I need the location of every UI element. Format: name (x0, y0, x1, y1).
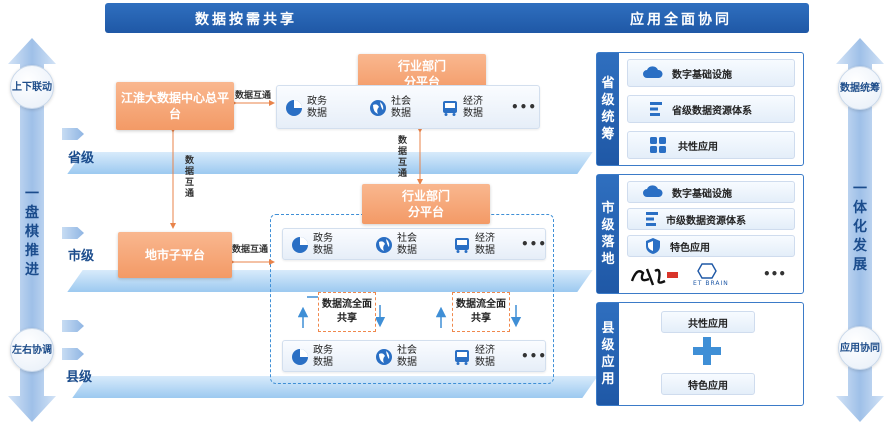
flow-box-left: 数据流全面共享 (318, 292, 376, 332)
right-axis-text: 一体化发展 (853, 181, 867, 273)
header-left-title: 数据按需共享 (195, 12, 297, 28)
link-hub-city: 数据互通 (184, 156, 194, 199)
city-feature-item: 特色应用 (627, 235, 795, 257)
list-icon (646, 212, 658, 226)
circle-shangxia: 上下联动 (10, 65, 54, 109)
panel-city-label: 市级落地 (597, 175, 619, 293)
prov-common-item: 共性应用 (627, 131, 795, 159)
list-icon (650, 102, 662, 116)
panel-county: 县级应用 共性应用 特色应用 (596, 302, 804, 406)
bus-icon (443, 101, 457, 116)
circle-zuoyou: 左右协调 (10, 328, 54, 372)
et-brain-logo-icon (697, 263, 717, 279)
right-double-arrow (836, 38, 884, 422)
cloud-icon (643, 66, 663, 78)
panel-province-label: 省级统筹 (597, 53, 619, 165)
level-province: 省级 (68, 151, 95, 166)
county-more: ••• (521, 349, 548, 363)
pie-chart-icon (292, 237, 308, 253)
prov-econ-item: 经济数据 (441, 96, 489, 120)
bus-icon (455, 350, 469, 365)
city-panel-more: ••• (763, 267, 787, 281)
header-banner: 数据按需共享 应用全面协同 (105, 3, 809, 33)
hub-platform-box: 江淮大数据中心总平台 (116, 82, 234, 130)
left-double-arrow (8, 38, 56, 422)
city-gov-item: 政务数据 (291, 233, 339, 257)
plus-icon (693, 337, 721, 365)
grid-apps-icon (650, 137, 666, 153)
left-axis-text: 一盘棋推进 (25, 186, 39, 278)
shield-icon (646, 238, 660, 254)
chevron-county-2 (62, 348, 84, 360)
link-industry-vertical: 数据互通 (397, 136, 407, 179)
county-social-item: 社会数据 (375, 345, 423, 369)
globe-icon (376, 349, 392, 365)
calligraphy-logo (630, 268, 678, 286)
header-right-title: 应用全面协同 (630, 12, 732, 28)
prov-more: ••• (511, 100, 538, 114)
panel-city: 市级落地 数字基础设施 市级数据资源体系 特色应用 ET BRAIN ••• (596, 174, 804, 294)
city-social-item: 社会数据 (375, 233, 423, 257)
panel-province: 省级统筹 数字基础设施 省级数据资源体系 共性应用 (596, 52, 804, 166)
chevron-city (62, 227, 84, 239)
chevron-county (62, 320, 84, 332)
bus-icon (455, 238, 469, 253)
county-econ-item: 经济数据 (453, 345, 501, 369)
globe-icon (370, 100, 386, 116)
link-city-industry: 数据互通 (232, 245, 269, 255)
et-brain-logo-text: ET BRAIN (693, 280, 729, 287)
county-gov-item: 政务数据 (291, 345, 339, 369)
city-platform-box: 地市子平台 (118, 232, 232, 278)
city-industry-box: 行业部门分平台 (362, 184, 490, 224)
city-more: ••• (521, 237, 548, 251)
circle-shuju-tongchou: 数据统筹 (838, 66, 882, 110)
prov-infra-item: 数字基础设施 (627, 59, 795, 87)
county-common-item: 共性应用 (661, 311, 755, 333)
cloud-icon (643, 185, 663, 197)
county-feature-item: 特色应用 (661, 373, 755, 395)
link-hub-industry: 数据互通 (235, 91, 272, 101)
city-infra-item: 数字基础设施 (627, 181, 795, 203)
province-data-strip: 政务数据 社会数据 经济数据 ••• (276, 85, 540, 129)
level-county: 县级 (66, 370, 93, 385)
prov-gov-item: 政务数据 (285, 96, 333, 120)
circle-yingyong-xietong: 应用协同 (838, 326, 882, 370)
panel-county-label: 县级应用 (597, 303, 619, 405)
pie-chart-icon (286, 100, 302, 116)
globe-icon (376, 237, 392, 253)
pie-chart-icon (292, 349, 308, 365)
chevron-province (62, 128, 84, 140)
county-data-strip: 政务数据 社会数据 经济数据 ••• (282, 340, 546, 372)
flow-box-right: 数据流全面共享 (452, 292, 510, 332)
city-econ-item: 经济数据 (453, 233, 501, 257)
level-city: 市级 (68, 249, 95, 264)
city-data-strip: 政务数据 社会数据 经济数据 ••• (282, 228, 546, 260)
prov-social-item: 社会数据 (369, 96, 417, 120)
prov-resource-item: 省级数据资源体系 (627, 95, 795, 123)
city-resource-item: 市级数据资源体系 (627, 208, 795, 230)
